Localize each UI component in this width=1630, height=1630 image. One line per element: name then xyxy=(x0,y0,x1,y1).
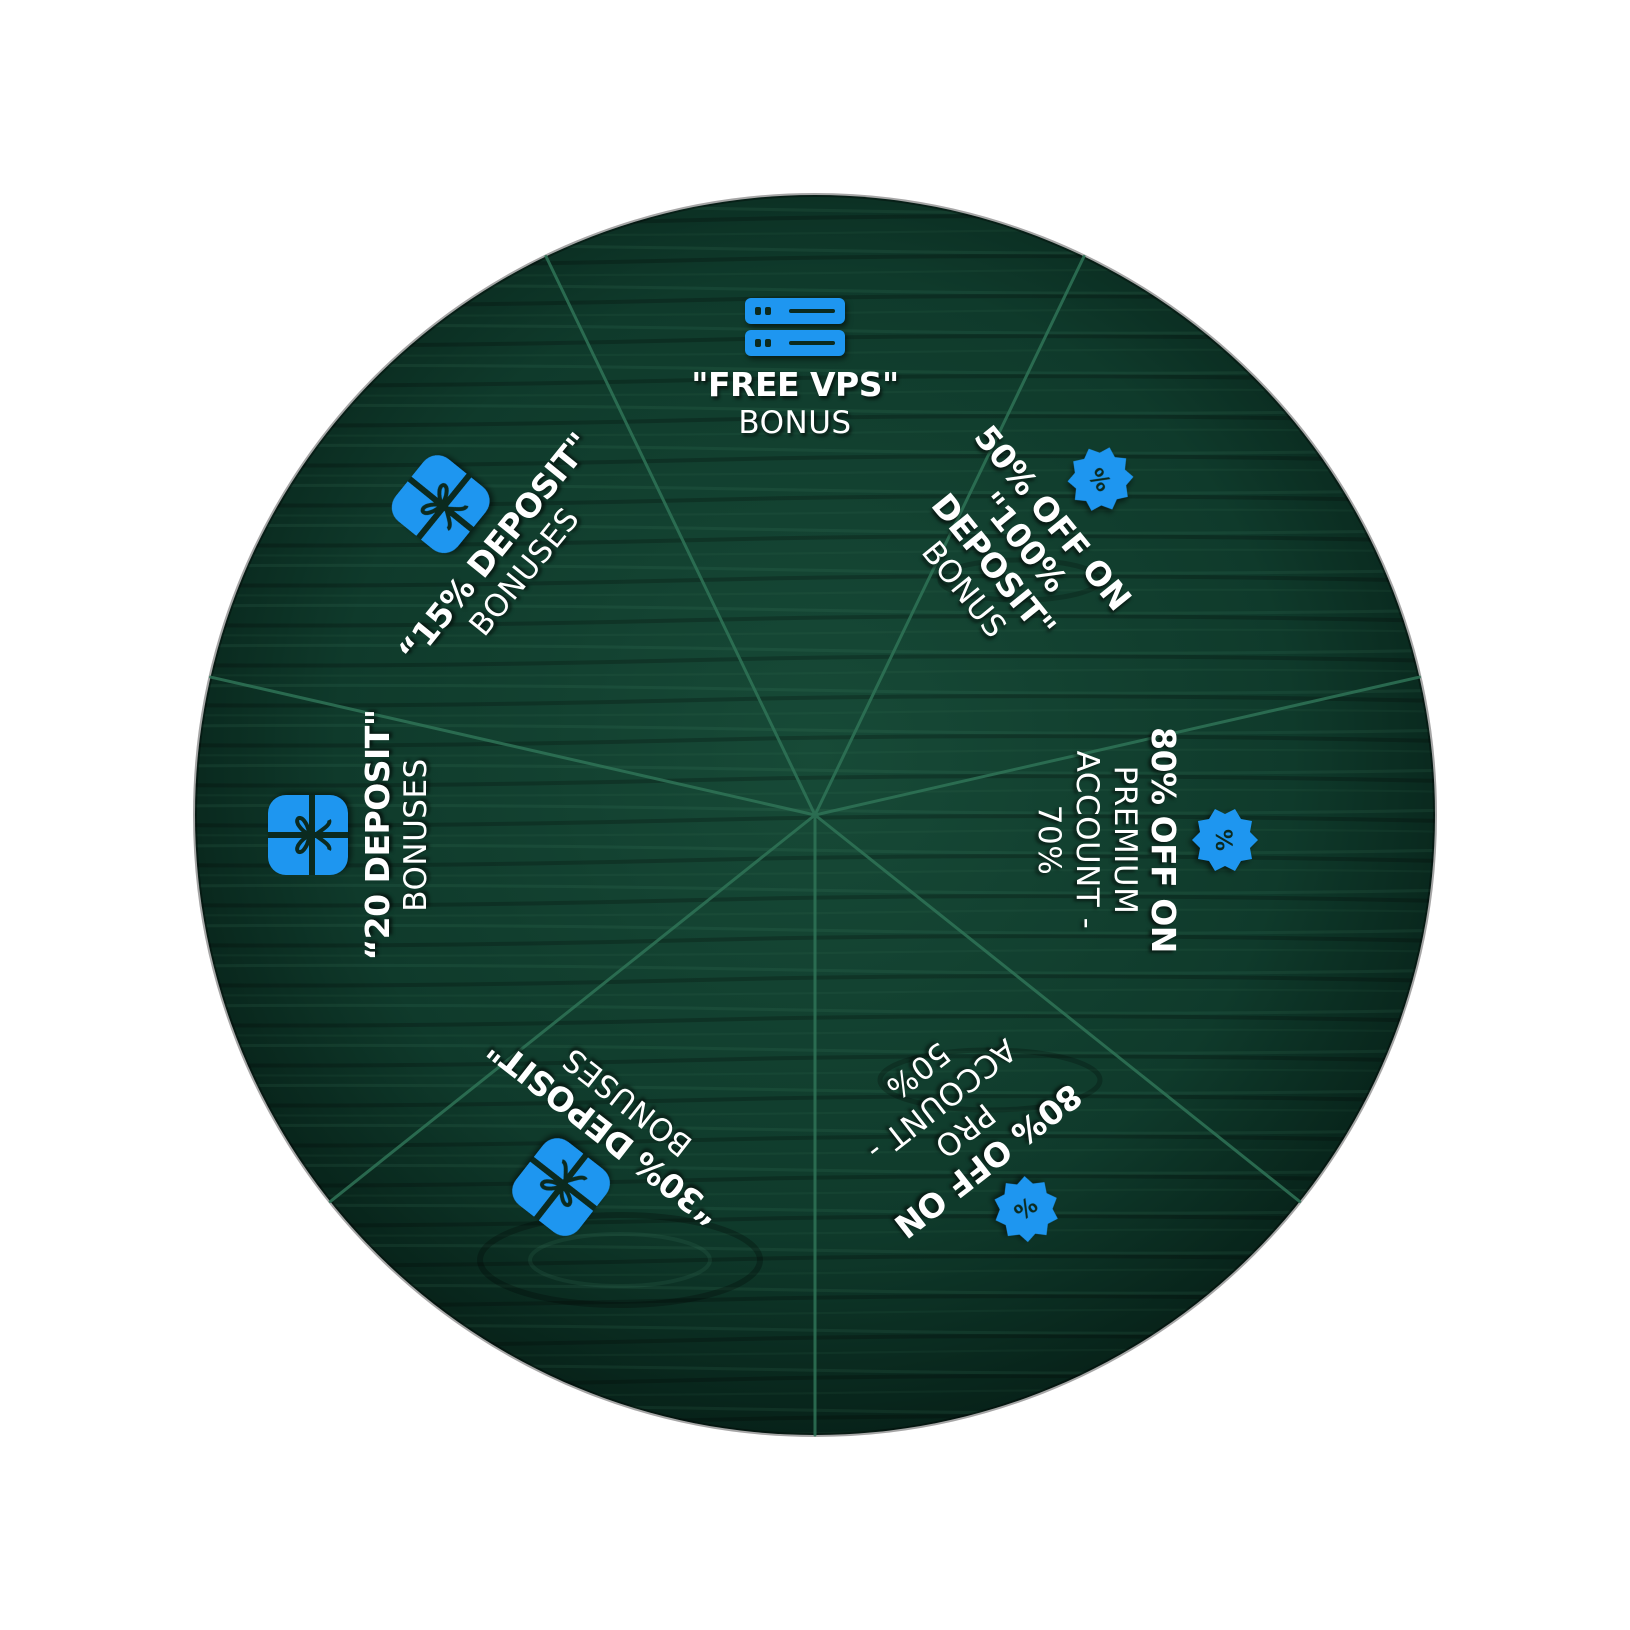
segment-subtitle: PREMIUM ACCOUNT - 70% xyxy=(1031,750,1143,930)
segment-divider xyxy=(209,675,817,817)
segment-divider xyxy=(544,254,817,817)
segment-title: "FREE VPS" xyxy=(691,365,899,404)
segment-divider xyxy=(813,813,1302,1204)
discount-badge-icon: % xyxy=(1067,447,1134,511)
segment-title: 80% OFF ON xyxy=(1144,727,1183,953)
gift-icon xyxy=(391,455,490,554)
svg-text:%: % xyxy=(1210,829,1235,851)
discount-badge-icon: % xyxy=(1192,809,1258,871)
discount-badge-icon: % xyxy=(994,1176,1058,1243)
server-icon xyxy=(745,298,845,356)
segment-subtitle: BONUS xyxy=(738,405,852,441)
segment-divider xyxy=(813,675,1421,817)
segment-divider xyxy=(813,254,1086,817)
gift-icon xyxy=(512,1138,610,1236)
segment-subtitle: BONUSES xyxy=(398,758,434,912)
segment-title: “20 DEPOSIT" xyxy=(358,709,397,961)
segment-divider xyxy=(328,813,817,1204)
gift-icon xyxy=(268,795,348,875)
